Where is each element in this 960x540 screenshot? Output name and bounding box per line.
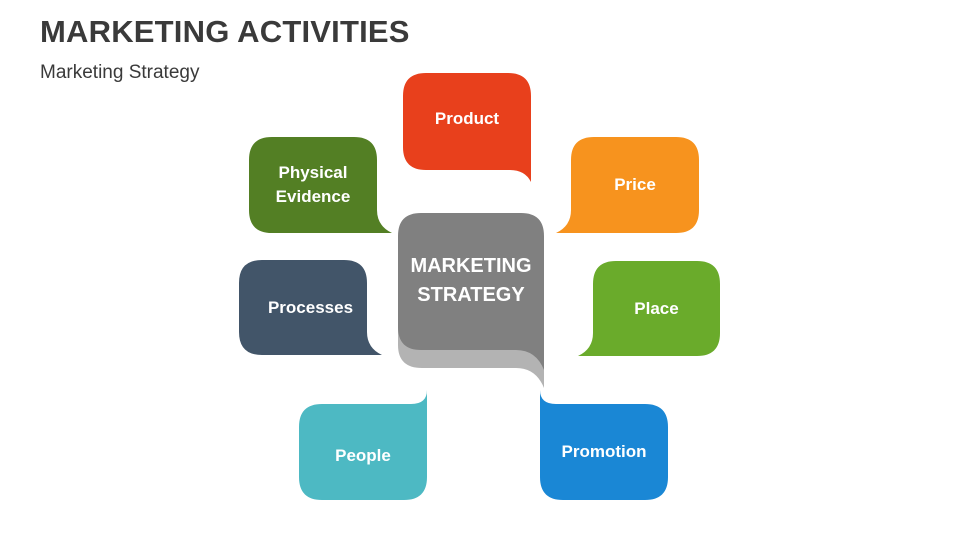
place-bubble[interactable] xyxy=(578,261,720,356)
price-bubble[interactable] xyxy=(556,137,699,233)
page-title: MARKETING ACTIVITIES xyxy=(40,14,410,49)
physical-evidence-label: Physical Evidence xyxy=(275,163,351,206)
promotion-bubble[interactable] xyxy=(540,390,668,500)
center-label: MARKETING STRATEGY xyxy=(410,255,532,306)
people-bubble[interactable] xyxy=(299,390,427,500)
processes-label: Processes xyxy=(267,297,354,317)
price-label: Price xyxy=(614,175,656,194)
center-bubble[interactable] xyxy=(398,213,544,370)
place-label: Place xyxy=(634,298,679,318)
physical-evidence-bubble[interactable] xyxy=(249,137,392,233)
people-label: People xyxy=(335,446,391,465)
product-bubble[interactable] xyxy=(403,73,531,182)
promotion-label: Promotion xyxy=(561,442,647,461)
processes-bubble[interactable] xyxy=(239,260,382,355)
product-label: Product xyxy=(434,109,500,128)
page-subtitle: Marketing Strategy xyxy=(40,62,200,83)
